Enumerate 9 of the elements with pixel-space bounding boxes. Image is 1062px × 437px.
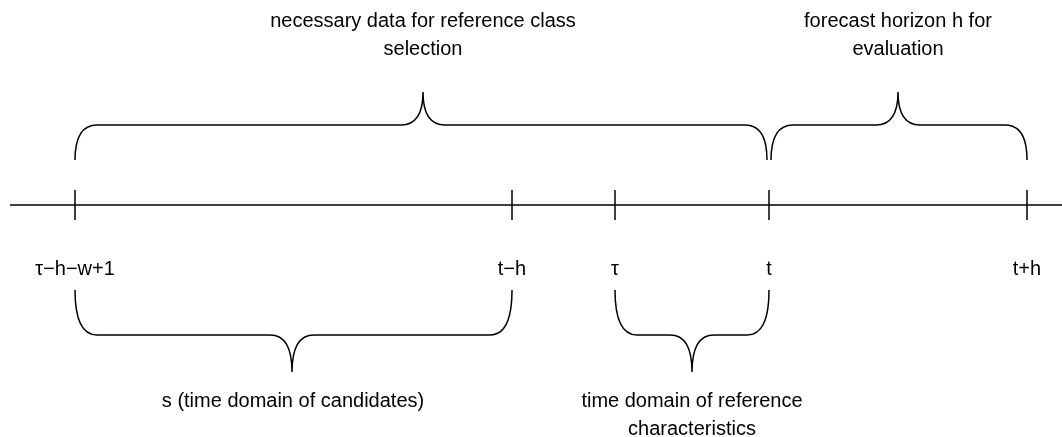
tick-label: t+h bbox=[1011, 256, 1043, 281]
tick-label: t−h bbox=[496, 256, 528, 281]
tick-label: t bbox=[765, 256, 773, 281]
annotation-text: necessary data for reference class selection bbox=[269, 8, 577, 61]
annotation-text: s (time domain of candidates) bbox=[160, 388, 426, 413]
tick-label: τ bbox=[610, 256, 620, 281]
tick-label: τ−h−w+1 bbox=[34, 256, 116, 281]
annotation-text: forecast horizon h for evaluation bbox=[803, 8, 993, 61]
annotation-text: time domain of reference characteristics bbox=[580, 388, 804, 437]
